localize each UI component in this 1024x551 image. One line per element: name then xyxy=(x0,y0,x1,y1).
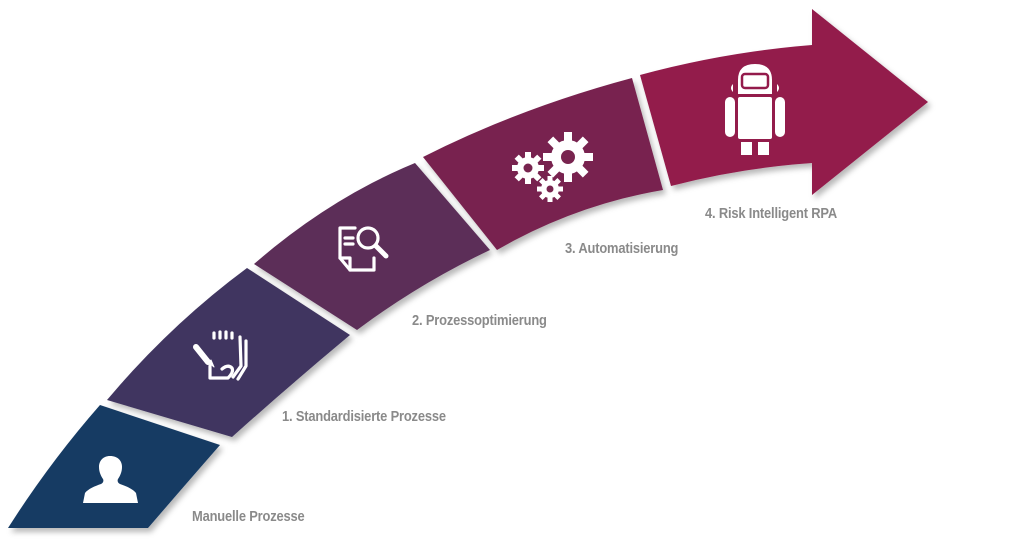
step-label-3: 3. Automatisierung xyxy=(565,240,679,257)
step-segment-2 xyxy=(254,163,490,330)
hand-pencil-icon xyxy=(193,330,248,381)
step-label-4: 4. Risk Intelligent RPA xyxy=(705,205,838,222)
gears-icon xyxy=(512,132,593,202)
step-segment-3 xyxy=(423,78,663,250)
step-label-0: Manuelle Prozesse xyxy=(192,508,305,525)
step-label-1: 1. Standardisierte Prozesse xyxy=(282,408,446,425)
step-segment-1 xyxy=(107,268,350,437)
step-segment-0 xyxy=(8,405,220,528)
step-segment-4 xyxy=(640,9,928,195)
step-label-2: 2. Prozessoptimierung xyxy=(412,312,547,329)
person-icon xyxy=(83,456,138,503)
document-search-icon xyxy=(338,226,389,272)
robot-icon xyxy=(725,64,785,155)
